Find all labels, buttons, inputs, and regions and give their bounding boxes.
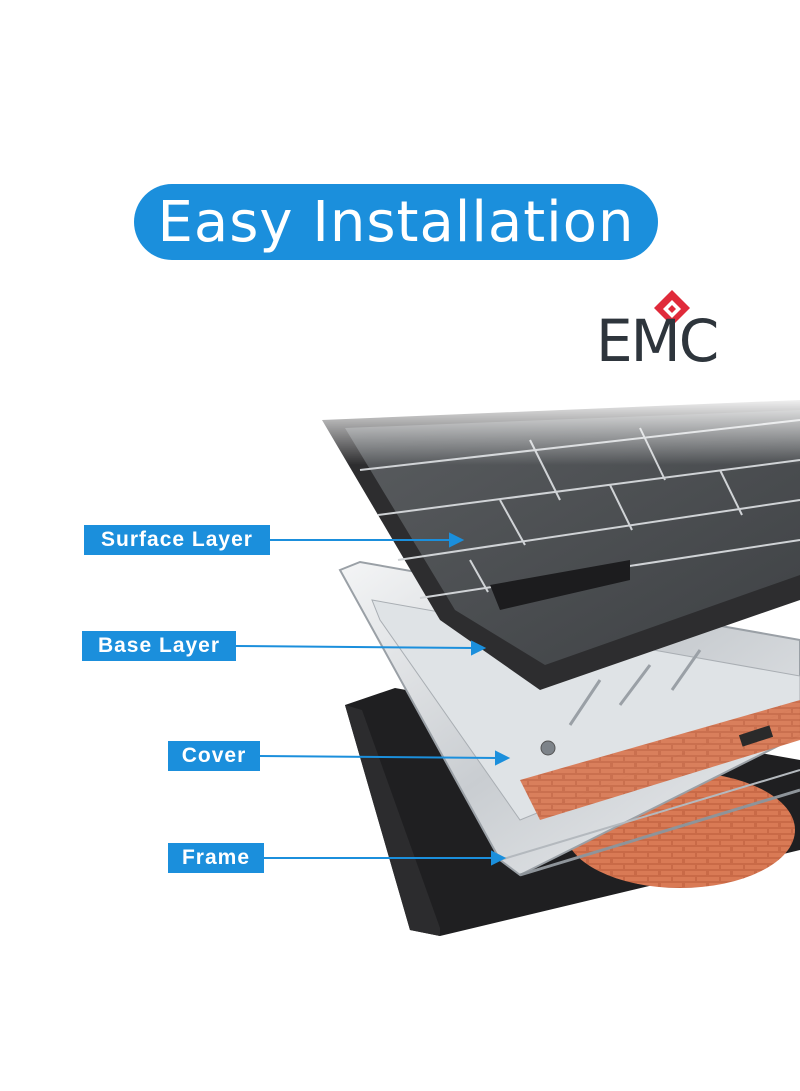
arrow-surface-icon (449, 532, 465, 548)
page-title: Easy Installation (157, 189, 635, 255)
label-frame: Frame (168, 843, 264, 873)
title-banner: Easy Installation (134, 184, 658, 260)
brand-logo: EMC (596, 290, 756, 370)
arrow-frame-icon (491, 850, 507, 866)
label-surface-layer: Surface Layer (84, 525, 270, 555)
surface-layer (322, 400, 800, 690)
arrow-cover-icon (495, 750, 511, 766)
leader-arrows (235, 532, 511, 866)
label-base-layer: Base Layer (82, 631, 236, 661)
logo-diamond-icon (654, 290, 690, 326)
label-cover: Cover (168, 741, 260, 771)
arrow-base-icon (471, 640, 487, 656)
cover-layer (338, 560, 800, 877)
brand-name: EMC (596, 307, 719, 375)
